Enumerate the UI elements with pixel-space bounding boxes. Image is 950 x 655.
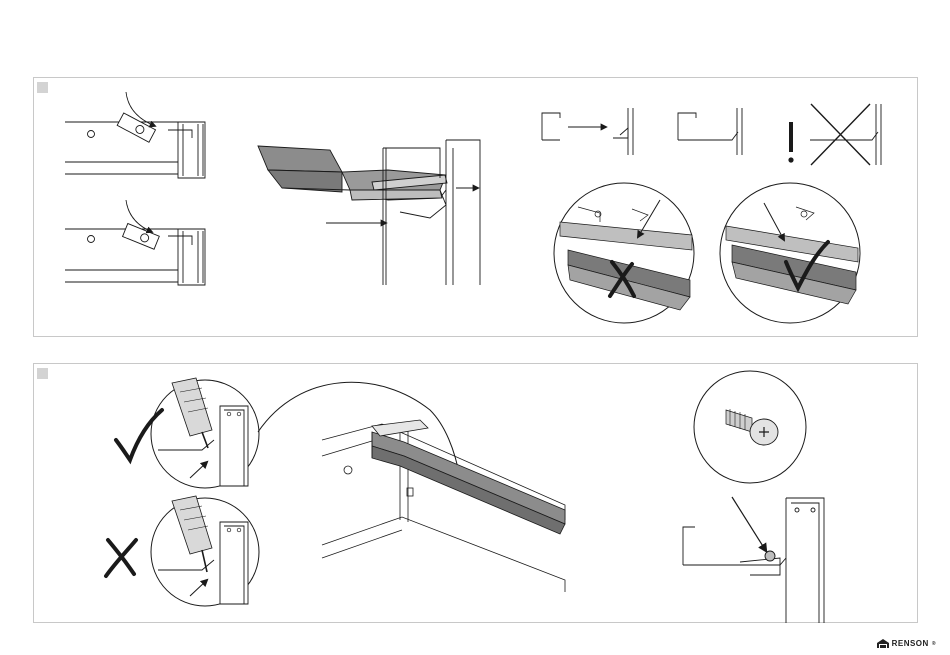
renson-logo-icon [877,639,889,648]
screw-fixing-section [683,497,824,623]
profile-seated [678,108,742,155]
detail-insert-top [65,92,205,178]
drill-correct [116,378,259,488]
cross-mark-icon [811,104,870,165]
gutter-assembly-view [258,140,480,285]
zoom-correct-placement [720,183,860,323]
renson-brand: RENSON® [877,639,936,648]
drill-wrong [106,496,259,606]
zoom-wrong-placement [554,183,694,323]
detail-insert-bottom [65,200,205,285]
brand-name: RENSON [892,639,929,648]
screw-zoom [694,371,806,483]
profile-slide-in [542,108,633,155]
frame-perspective-view [322,420,565,592]
cross-mark-icon [106,540,136,576]
brand-trademark: ® [932,641,936,647]
profile-wrong [788,104,881,165]
